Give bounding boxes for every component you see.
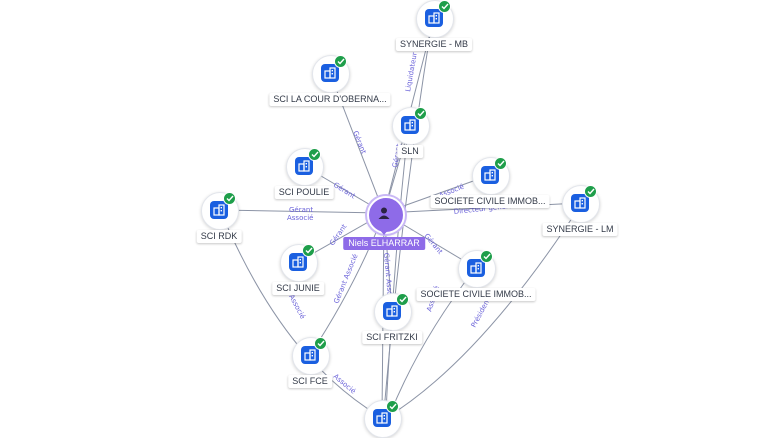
building-icon bbox=[467, 259, 485, 277]
verified-check-icon bbox=[480, 250, 493, 263]
edge-label-fce-associe: Associé bbox=[287, 293, 306, 320]
person-icon bbox=[376, 205, 392, 221]
building-icon bbox=[571, 194, 589, 212]
verified-check-icon bbox=[308, 148, 321, 161]
company-label[interactable]: SCI LA COUR D'OBERNA... bbox=[269, 93, 391, 106]
verified-check-icon bbox=[223, 192, 236, 205]
company-label[interactable]: SOCIETE CIVILE IMMOB... bbox=[416, 288, 536, 301]
building-icon bbox=[321, 64, 339, 82]
edge-label-rdk-associe: Associé bbox=[287, 214, 313, 222]
edge-label-poulie-gerant: Gérant bbox=[332, 181, 357, 201]
verified-check-icon bbox=[334, 55, 347, 68]
building-icon bbox=[210, 201, 228, 219]
building-icon bbox=[383, 302, 401, 320]
building-icon bbox=[401, 116, 419, 134]
company-label[interactable]: SCI RDK bbox=[196, 230, 242, 243]
building-icon bbox=[289, 253, 307, 271]
company-label[interactable]: SLN bbox=[397, 145, 423, 158]
edge-sln-bottom bbox=[385, 127, 409, 413]
building-icon bbox=[301, 346, 319, 364]
person-pointer bbox=[379, 229, 389, 235]
company-label[interactable]: SCI FCE bbox=[288, 375, 332, 388]
edge-label-la-cour-gerant: Gérant bbox=[351, 130, 368, 156]
verified-check-icon bbox=[386, 400, 399, 413]
company-label[interactable]: SCI JUNIE bbox=[272, 282, 324, 295]
verified-check-icon bbox=[414, 107, 427, 120]
verified-check-icon bbox=[302, 244, 315, 257]
verified-check-icon bbox=[494, 157, 507, 170]
edge-label-rdk-gerant: Gérant bbox=[289, 206, 313, 214]
company-label[interactable]: SCI FRITZKI bbox=[362, 331, 422, 344]
person-node-circle[interactable] bbox=[367, 196, 405, 234]
building-icon bbox=[425, 9, 443, 27]
edge-societe-civile-2-bottom bbox=[389, 269, 475, 415]
verified-check-icon bbox=[438, 0, 451, 13]
building-icon bbox=[295, 157, 313, 175]
company-label[interactable]: SYNERGIE - MB bbox=[395, 38, 473, 51]
company-label[interactable]: SOCIETE CIVILE IMMOB... bbox=[430, 195, 550, 208]
edge-synergie-lm-bottom bbox=[385, 205, 581, 419]
verified-check-icon bbox=[314, 337, 327, 350]
edge-label-fce-gerant-associe: Gérant Associé bbox=[332, 253, 359, 305]
building-icon bbox=[481, 166, 499, 184]
company-label[interactable]: SCI POULIE bbox=[274, 186, 334, 199]
edge-label-societe-2-gerant: Gérant bbox=[422, 232, 444, 256]
verified-check-icon bbox=[584, 185, 597, 198]
building-icon bbox=[373, 409, 391, 427]
company-label[interactable]: SYNERGIE - LM bbox=[542, 223, 618, 236]
person-label[interactable]: Niels ELHARRAR bbox=[343, 237, 425, 250]
edge-label-lm-president: Président bbox=[470, 296, 493, 329]
edge-center-sci-rdk bbox=[218, 209, 385, 214]
verified-check-icon bbox=[396, 293, 409, 306]
